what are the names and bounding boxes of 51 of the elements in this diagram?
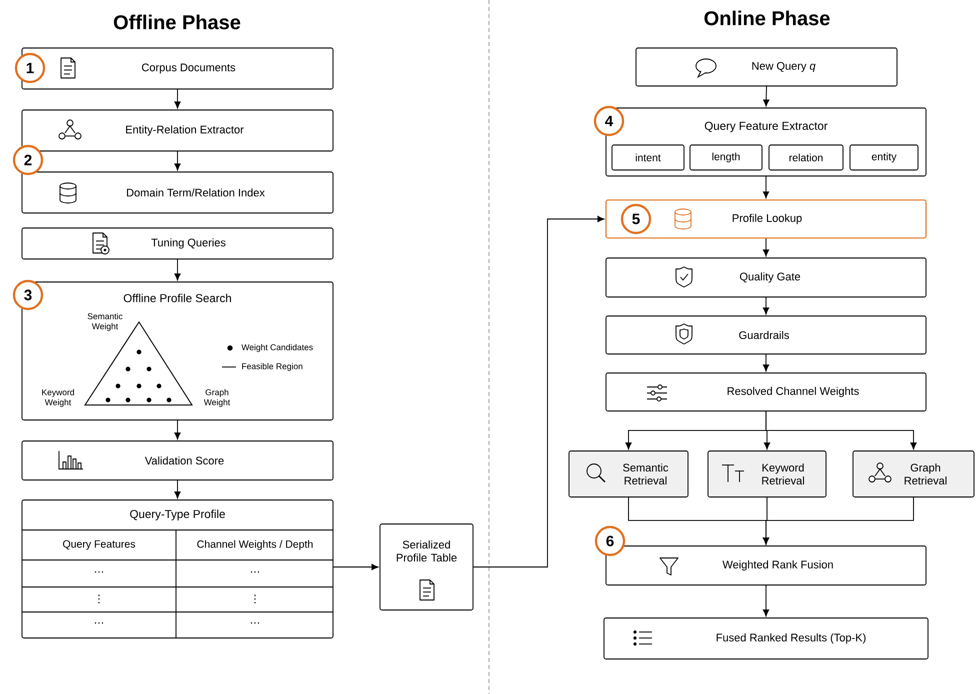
callout-number: 1	[14, 52, 46, 84]
legend-entry: Feasible Region	[222, 363, 302, 371]
process-box: New Query q	[636, 48, 898, 86]
callout-number: 3	[12, 280, 44, 310]
arrow	[174, 420, 181, 440]
table-cell: Query Features	[63, 540, 136, 550]
process-box: Guardrails	[606, 316, 926, 354]
table-cell: ⋮	[98, 594, 100, 604]
table-file-box: Serialized Profile Table	[380, 524, 474, 610]
retrieval-box: Graph Retrieval	[852, 450, 974, 498]
feature-chip: entity	[850, 144, 918, 170]
arrow	[766, 411, 917, 450]
arrow	[763, 86, 770, 106]
legend-entry: Weight Candidates	[227, 344, 313, 352]
arrow	[762, 297, 770, 314]
process-box: Fused Ranked Results (Top-K)	[604, 618, 928, 660]
arrow	[762, 238, 770, 256]
table-cell: ⋮	[254, 594, 256, 604]
retrieval-box: Keyword Retrieval	[708, 450, 826, 498]
arrow	[762, 176, 770, 198]
process-box: Validation Score	[22, 440, 334, 480]
callout-number: 6	[594, 526, 626, 556]
phase-title: Offline Phase	[114, 14, 240, 30]
arrow	[333, 564, 378, 570]
arrow	[174, 89, 181, 108]
table-cell: Channel Weights / Depth	[197, 540, 313, 550]
callout-number: 4	[594, 106, 624, 136]
arrow	[174, 151, 181, 170]
arrow	[762, 585, 770, 616]
table-cell: …	[250, 622, 260, 624]
process-box: Resolved Channel Weights	[606, 372, 926, 412]
phase-title: Online Phase	[704, 10, 830, 26]
arrow	[473, 216, 604, 568]
callout-number: 5	[620, 204, 652, 234]
arrow	[174, 259, 181, 280]
feature-chip: length	[690, 144, 762, 170]
axis-label: Graph Weight	[204, 389, 230, 407]
table-cell: …	[94, 622, 104, 624]
process-box: Tuning Queries	[22, 228, 334, 260]
arrow	[762, 354, 770, 372]
table-cell: …	[250, 571, 260, 573]
table-cell: …	[94, 571, 104, 573]
axis-label: Keyword Weight	[42, 389, 74, 407]
arrow	[762, 497, 914, 544]
feature-chip: intent	[612, 144, 684, 170]
arrow	[174, 480, 181, 498]
axis-label: Semantic Weight	[88, 313, 122, 331]
callout-number: 2	[12, 144, 44, 176]
retrieval-box: Semantic Retrieval	[568, 450, 688, 498]
process-box: Quality Gate	[606, 258, 926, 298]
feature-chip: relation	[768, 144, 844, 170]
